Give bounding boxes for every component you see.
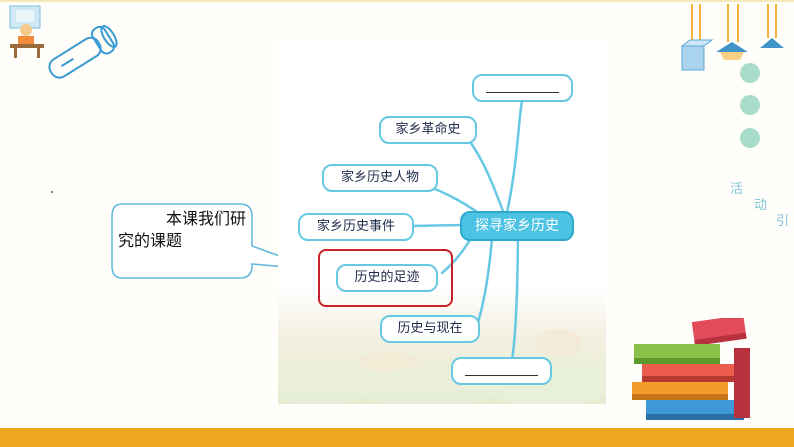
mindmap-node-history-and-present[interactable]: 历史与现在	[380, 315, 480, 343]
stray-dot	[51, 191, 53, 193]
side-char-1: 活	[730, 182, 744, 197]
mindmap-node-footprints-of-history[interactable]: 历史的足迹	[336, 264, 438, 292]
speech-bubble	[111, 203, 319, 279]
blank-underline	[486, 92, 559, 93]
deco-dot-2	[740, 95, 760, 115]
bubble-text: 本课我们研究的课题	[118, 209, 247, 250]
lamp-decoration	[680, 4, 784, 71]
mindmap-node-historical-figures[interactable]: 家乡历史人物	[322, 164, 438, 192]
blank-underline	[465, 375, 538, 376]
highlight-frame	[318, 249, 453, 307]
mindmap-node-revolution-history[interactable]: 家乡革命史	[379, 116, 477, 144]
mindmap-panel: 家乡革命史 家乡历史人物 家乡历史事件 探寻家乡历史 历史的足迹 历史与现在	[278, 43, 606, 404]
deco-dot-1	[740, 63, 760, 83]
mindmap-blank-bottom[interactable]	[451, 357, 552, 385]
deco-dot-3	[740, 128, 760, 148]
side-char-2: 动	[754, 198, 768, 213]
mindmap-center-node[interactable]: 探寻家乡历史	[460, 211, 574, 241]
books-illustration	[632, 318, 750, 420]
top-border	[0, 0, 794, 2]
bottom-bar	[0, 428, 794, 447]
flashlight-illustration	[9, 5, 118, 79]
mindmap-blank-top[interactable]	[472, 74, 573, 102]
side-char-3: 引	[776, 214, 790, 229]
mindmap-node-historical-events[interactable]: 家乡历史事件	[298, 213, 414, 241]
